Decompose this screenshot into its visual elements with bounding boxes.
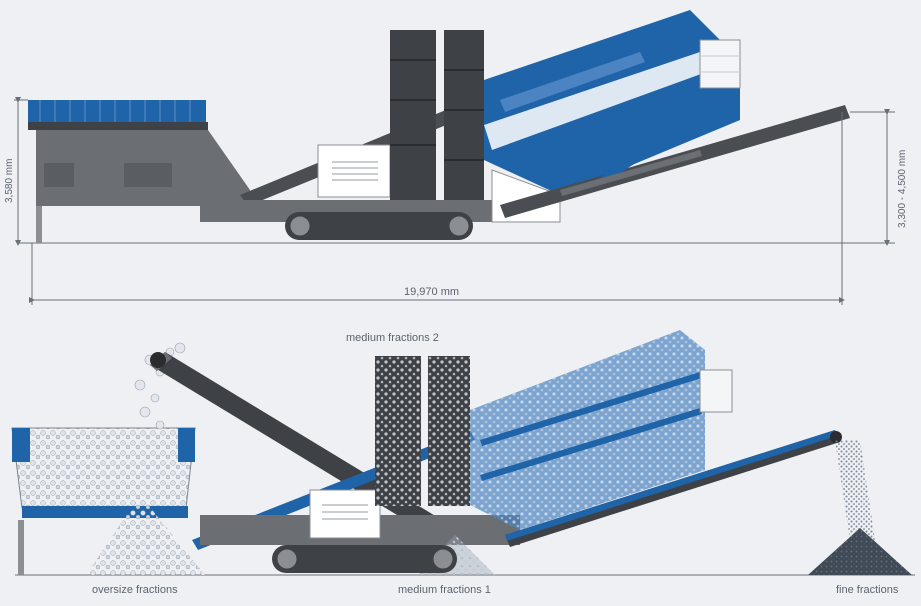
crawler-track-bottom — [272, 545, 457, 573]
height-right-label: 3,300 - 4,500 mm — [897, 149, 908, 228]
crawler-track — [285, 212, 473, 240]
engine-housing — [317, 144, 391, 198]
screen-platform — [699, 39, 741, 89]
fines-falling — [835, 440, 875, 540]
length-label: 19,970 mm — [404, 286, 460, 298]
hopper-top-blue — [28, 100, 206, 122]
hopper-belt — [22, 506, 188, 518]
hopper-leg — [36, 206, 42, 243]
medium-fractions-2-label: medium fractions 2 — [346, 332, 439, 344]
oversize-conveyor — [150, 352, 442, 535]
fine-fractions-label: fine fractions — [836, 584, 899, 596]
hopper-rocks — [11, 427, 196, 509]
medium-fractions-1-label: medium fractions 1 — [398, 584, 491, 596]
oversize-fractions-label: oversize fractions — [92, 584, 178, 596]
vertical-conveyor-left — [390, 30, 436, 200]
bottom-machine-flow-view — [11, 330, 915, 576]
hopper-rim — [28, 122, 208, 130]
oversize-pile — [86, 495, 205, 575]
vertical-conveyor-right — [444, 30, 484, 200]
top-machine-side-view — [18, 10, 860, 244]
dimension-lines — [14, 97, 895, 305]
height-left-label: 3,580 mm — [4, 158, 15, 203]
